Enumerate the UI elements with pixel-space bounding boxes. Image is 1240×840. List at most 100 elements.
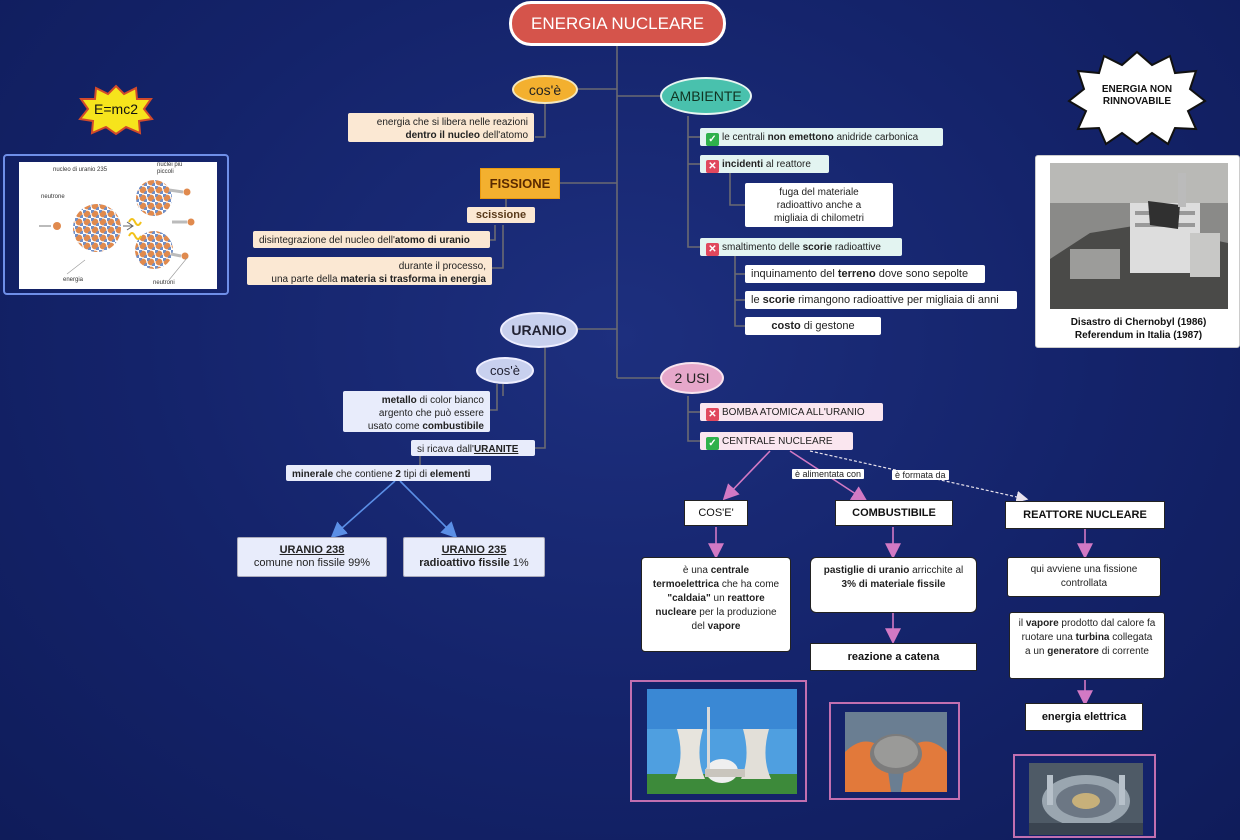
- node-cose-energia[interactable]: cos'è: [512, 75, 578, 104]
- nonrenewable-label: ENERGIA NON RINNOVABILE: [1101, 84, 1173, 107]
- u238-title: URANIO 238: [279, 544, 345, 556]
- mineral-a: minerale: [292, 469, 334, 480]
- sub2-a: le: [751, 294, 763, 306]
- metal-card: metallo di color bianco argento che può …: [343, 391, 490, 432]
- node-2-usi[interactable]: 2 USI: [660, 362, 724, 394]
- neutrons-label: neutroni: [153, 280, 175, 286]
- metal-e: combustibile: [422, 421, 484, 432]
- edge-label-fuel: è alimentata con: [792, 469, 865, 479]
- process-a: durante il processo,: [398, 261, 486, 272]
- check-icon: ✓: [706, 437, 719, 450]
- uranio-238-card: URANIO 238 comune non fissile 99%: [237, 537, 387, 577]
- sub1-b: terreno: [837, 268, 876, 280]
- cloud-burst-shape: [1067, 50, 1207, 146]
- fuel-a: pastiglie di uranio: [823, 565, 910, 576]
- neutron-label: neutrone: [41, 194, 65, 200]
- radioactive-waste-card: le scorie rimangono radioattive per migl…: [745, 291, 1017, 309]
- cross-icon: ✕: [706, 243, 719, 256]
- cose-f: reattore nucleare: [655, 593, 765, 618]
- page-title: ENERGIA NUCLEARE: [509, 1, 726, 46]
- item3-c: radioattive: [832, 242, 881, 253]
- process-card: durante il processo, una parte della mat…: [247, 257, 492, 285]
- item2-b: al reattore: [763, 159, 811, 170]
- item1-b: non emettono: [767, 132, 834, 143]
- fuel-pellet-image-frame: [829, 702, 960, 800]
- combustibile-box[interactable]: COMBUSTIBILE: [835, 500, 953, 526]
- react2-b: vapore: [1025, 618, 1059, 629]
- fission-controlled-card: qui avviene una fissione controllata: [1007, 557, 1161, 597]
- formula-burst: E=mc2: [78, 84, 154, 136]
- check-icon: ✓: [706, 133, 719, 146]
- reattore-box[interactable]: REATTORE NUCLEARE: [1005, 501, 1165, 529]
- reactor-image-frame: [1013, 754, 1156, 838]
- bomb-item: ✕BOMBA ATOMICA ALL'URANIO: [700, 403, 883, 421]
- mineral-e: elementi: [429, 469, 471, 480]
- energy-label: energia: [63, 277, 84, 283]
- source-a: si ricava dall': [417, 444, 474, 455]
- mineral-c: 2: [395, 469, 401, 480]
- node-uranio[interactable]: URANIO: [500, 312, 578, 348]
- metal-b: di color bianco: [416, 395, 485, 406]
- chernobyl-line1: Disastro di Chernobyl (1986): [1070, 317, 1207, 328]
- ambiente-item-waste: ✕smaltimento delle scorie radioattive: [700, 238, 902, 256]
- nuclei-label: nuclei più piccoli: [157, 162, 183, 175]
- fuel-definition-card: pastiglie di uranio arricchite al 3% di …: [810, 557, 977, 613]
- u235-title: URANIO 235: [441, 544, 507, 556]
- chain-reaction-box: reazione a catena: [810, 643, 977, 671]
- starburst-shape: [78, 84, 154, 136]
- react2-e: collegata a un: [1025, 632, 1153, 657]
- mineral-d: tipi di: [400, 469, 430, 480]
- react2-g: di corrente: [1098, 646, 1149, 657]
- u235-desc-a: radioattivo fissile: [419, 557, 510, 569]
- source-b: URANITE: [473, 444, 519, 455]
- sub3-b: di gestone: [800, 320, 855, 332]
- cose-a: è una: [682, 565, 711, 576]
- cross-icon: ✕: [706, 408, 719, 421]
- metal-a: metallo: [381, 395, 417, 406]
- uranite-card: si ricava dall'URANITE: [411, 440, 535, 456]
- cross-icon: ✕: [706, 160, 719, 173]
- power-plant-image-frame: [630, 680, 807, 802]
- chernobyl-caption: Disastro di Chernobyl (1986) Referendum …: [1036, 316, 1240, 342]
- def-line-c: dell'atomo: [479, 130, 528, 141]
- process-c: materia si trasforma in energia: [340, 274, 486, 285]
- node-ambiente[interactable]: AMBIENTE: [660, 77, 752, 115]
- power-plant-photo: [647, 689, 797, 794]
- u238-desc: comune non fissile 99%: [253, 557, 371, 569]
- react2-a: il: [1018, 618, 1026, 629]
- cose-g: per la produzione del: [691, 607, 777, 632]
- cose-d: "caldaia": [667, 593, 711, 604]
- fission-illustration: [39, 180, 195, 281]
- mineral-card: minerale che contiene 2 tipi di elementi: [286, 465, 491, 481]
- edge-label-reactor: è formata da: [892, 470, 949, 480]
- uranio-235-card: URANIO 235 radioattivo fissile 1%: [403, 537, 545, 577]
- disintegration-card: disintegrazione del nucleo dell'atomo di…: [253, 231, 490, 248]
- chernobyl-line2: Referendum in Italia (1987): [1074, 330, 1203, 341]
- node-cose-uranio[interactable]: cos'è: [476, 357, 534, 384]
- cost-card: costo di gestone: [745, 317, 881, 335]
- sub1-a: inquinamento del: [751, 268, 838, 280]
- scissione-label: scissione: [467, 207, 535, 223]
- node-fissione[interactable]: FISSIONE: [480, 168, 560, 199]
- sub2-c: rimangono radioattive per migliaia di an…: [795, 294, 999, 306]
- chernobyl-photo-art: [1050, 163, 1228, 309]
- cose-e: un: [710, 593, 728, 604]
- item1-a: le centrali: [722, 132, 768, 143]
- process-b: una parte della: [271, 274, 341, 285]
- cose-b: centrale termoelettrica: [652, 565, 750, 590]
- sub3-a: costo: [771, 320, 801, 332]
- sub2-b: scorie: [762, 294, 796, 306]
- soil-pollution-card: inquinamento del terreno dove sono sepol…: [745, 265, 985, 283]
- react2-f: generatore: [1047, 646, 1099, 657]
- chernobyl-card: Disastro di Chernobyl (1986) Referendum …: [1035, 155, 1240, 348]
- formula-label: E=mc2: [94, 101, 138, 117]
- cose-box[interactable]: COS'E': [684, 500, 748, 526]
- fuel-pellet-art: [845, 712, 947, 792]
- mineral-b: che contiene: [333, 469, 396, 480]
- reactor-art: [1029, 763, 1143, 835]
- metal-d: usato come: [367, 421, 423, 432]
- electric-energy-box: energia elettrica: [1025, 703, 1143, 731]
- ambiente-item-emissions: ✓le centrali non emettono anidride carbo…: [700, 128, 943, 146]
- leak-card: fuga del materiale radioattivo anche a m…: [745, 183, 893, 227]
- def-line-a: energia che si libera nelle reazioni: [376, 117, 528, 128]
